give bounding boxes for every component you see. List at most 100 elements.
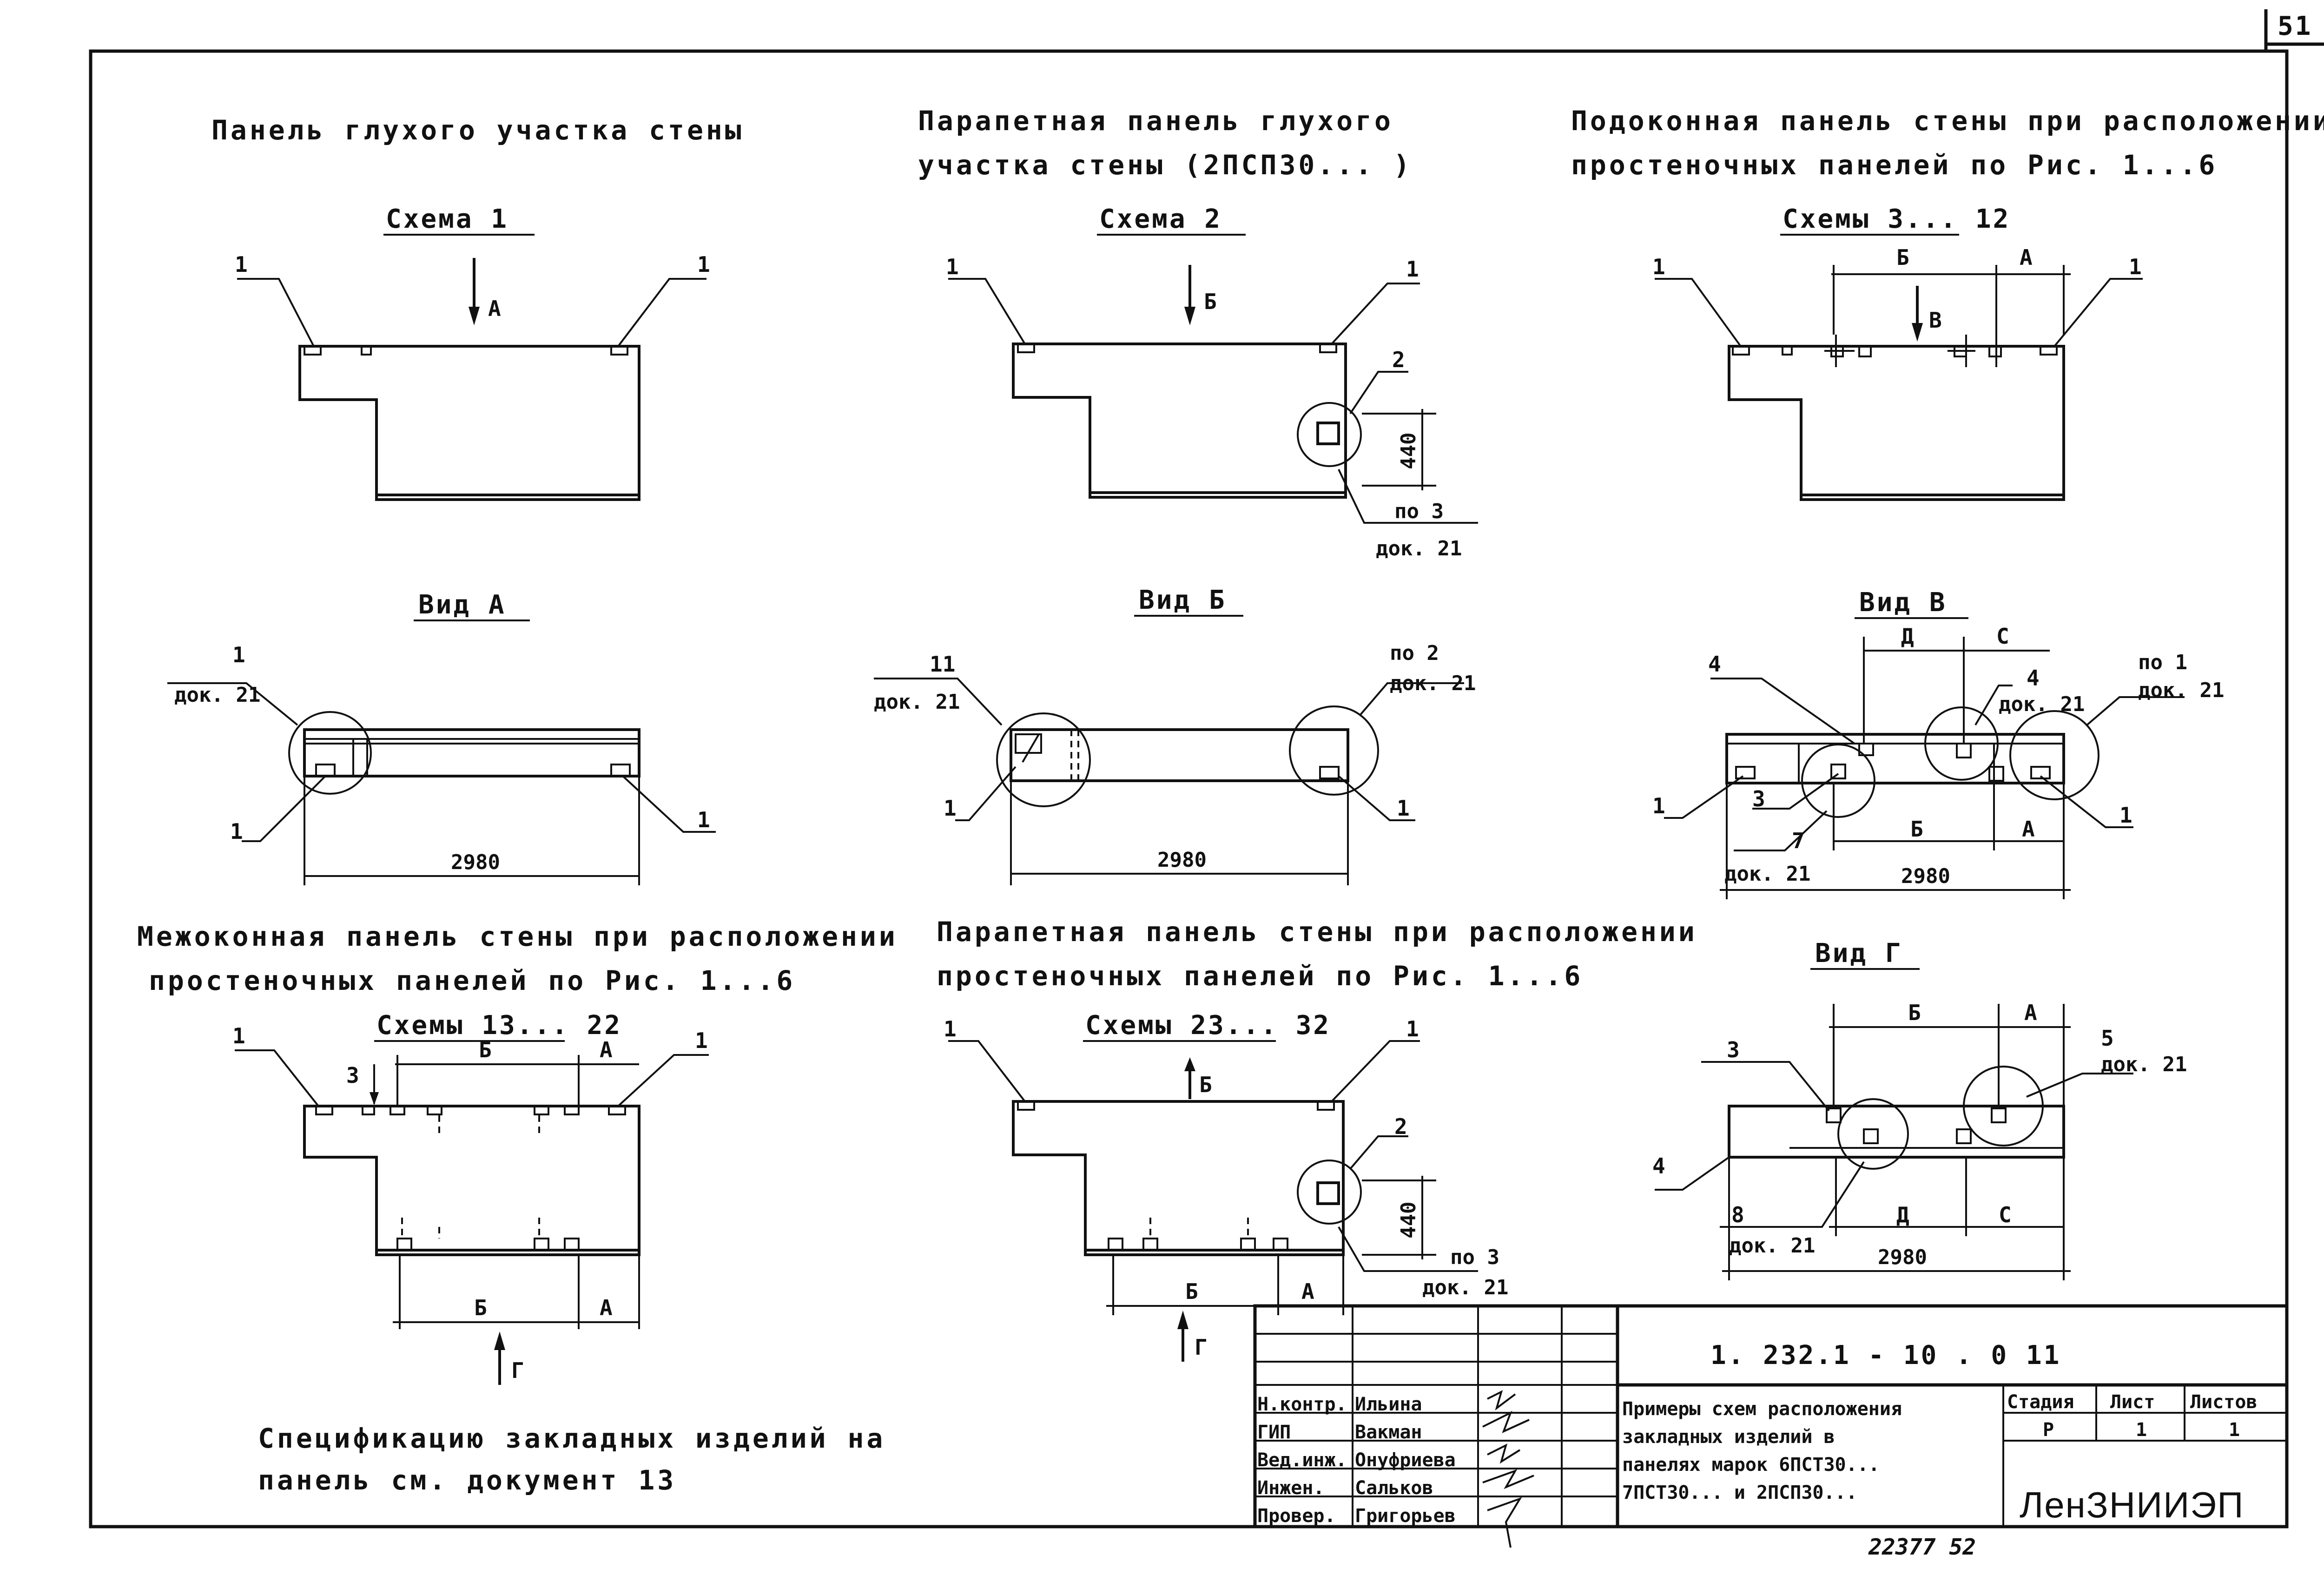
description-line3: панелях марок 6ПСТ30... — [1622, 1454, 1880, 1476]
title-blank-wall-panel: Панель глухого участка стены — [211, 114, 744, 146]
vg-callout-8: 8 — [1731, 1202, 1744, 1227]
vg-dok21-bottom: док. 21 — [1729, 1234, 1815, 1258]
vg-dim-a: А — [2024, 1000, 2037, 1025]
s2-po3: по 3 — [1394, 500, 1444, 523]
s23-arrow-b: Б — [1199, 1072, 1212, 1097]
vv-callout-4-right: 4 — [2027, 666, 2040, 691]
description-line4: 7ПСТ30... и 2ПСП30... — [1622, 1482, 1857, 1503]
view-b-label: Вид Б — [1139, 585, 1227, 615]
arrow-g-label-right: Г — [1195, 1335, 1208, 1360]
s1-callout-left: 1 — [235, 252, 248, 277]
scheme-2-label: Схема 2 — [1099, 204, 1222, 234]
title-block-doc-code: 1. 232.1 - 10 . 0 11 — [1710, 1340, 2061, 1371]
note-line2: панель см. документ 13 — [258, 1464, 676, 1496]
scheme-13-22-drawing: Схемы 13... 22 Б А 3 1 1 Б — [232, 1010, 709, 1385]
va-callout-1: 1 — [232, 642, 245, 667]
vg-dim-d: Д — [1896, 1202, 1909, 1227]
va-callout-left: 1 — [230, 819, 243, 844]
vb-callout-11: 11 — [930, 652, 955, 677]
vg-dim-c: С — [1999, 1202, 2012, 1227]
s3-callout-right: 1 — [2129, 254, 2142, 279]
scheme-3-label: Схемы 3... 12 — [1783, 204, 2010, 234]
view-v-label: Вид В — [1859, 587, 1947, 618]
sheet-header: Лист — [2110, 1391, 2155, 1413]
view-g-label: Вид Г — [1815, 938, 1903, 969]
s23-callout-left: 1 — [944, 1016, 957, 1041]
footer-number: 22377 52 — [1868, 1534, 1976, 1560]
scheme-1-label: Схема 1 — [386, 204, 508, 234]
vv-callout-1-right: 1 — [2119, 803, 2133, 828]
vb-callout-left: 1 — [944, 796, 957, 821]
role-prover: Провер. — [1257, 1505, 1336, 1527]
name-grigoriev: Григорьев — [1355, 1505, 1456, 1527]
scheme-2-drawing: Схема 2 Б 1 1 2 440 по 3 док. 21 — [946, 204, 1478, 560]
vb-dok21-left: док. 21 — [874, 690, 960, 714]
scheme-23-32-drawing: Схемы 23... 32 Б 1 1 2 440 по 3 док. 21 — [944, 1010, 1508, 1362]
sheets-header: Листов — [2190, 1391, 2258, 1413]
s13-dim-b-bottom: Б — [474, 1295, 487, 1320]
vv-po1: по 1 — [2138, 651, 2187, 674]
s23-dim-a-bottom: А — [1301, 1279, 1314, 1304]
s13-callout-left: 1 — [232, 1023, 245, 1048]
vg-dim-2980: 2980 — [1878, 1245, 1927, 1269]
vv-dim-d: Д — [1901, 624, 1914, 649]
dim-440-top: 440 — [1397, 433, 1420, 469]
title-sill-panel-line2: простеночных панелей по Рис. 1...6 — [1571, 149, 2218, 181]
title-parapet-blank-line1: Парапетная панель глухого — [918, 105, 1393, 137]
s23-po3: по 3 — [1450, 1245, 1499, 1269]
sheet-corner-number: 51 — [2278, 11, 2312, 41]
view-g-drawing: Вид Г Б А 3 5 док. 21 4 8 док. 21 Д С 29… — [1652, 938, 2187, 1280]
s3-callout-left: 1 — [1652, 254, 1665, 279]
title-block — [1253, 1304, 2289, 1548]
arrow-b-label: Б — [1204, 289, 1217, 314]
stage-value: Р — [2043, 1419, 2054, 1441]
title-parapet-blank-line2: участка стены (2ПСП30... ) — [918, 149, 1413, 181]
name-onufrieva: Онуфриева — [1355, 1450, 1456, 1471]
vg-dim-b: Б — [1908, 1000, 1921, 1025]
s23-dim-b-bottom: Б — [1185, 1279, 1198, 1304]
scheme-13-label: Схемы 13... 22 — [376, 1010, 622, 1041]
va-callout-right: 1 — [697, 807, 710, 832]
va-dim-2980: 2980 — [451, 850, 500, 874]
vb-dok21-right: док. 21 — [1390, 672, 1476, 695]
vb-dim-2980: 2980 — [1157, 848, 1207, 872]
s23-callout-2: 2 — [1394, 1114, 1407, 1139]
sheet-value: 1 — [2136, 1419, 2147, 1441]
description-line2: закладных изделий в — [1622, 1426, 1835, 1448]
role-n-kontr: Н.контр. — [1257, 1394, 1347, 1415]
s3-dim-a: А — [2020, 245, 2033, 270]
s13-callout-right: 1 — [695, 1028, 708, 1053]
vg-dok21-right: док. 21 — [2101, 1053, 2187, 1076]
arrow-a-label: А — [488, 296, 501, 321]
view-a-drawing: Вид А 1 док. 21 1 1 2980 — [167, 590, 716, 885]
title-interwindow-line1: Межоконная панель стены при расположении — [137, 921, 898, 952]
stage-header: Стадия — [2007, 1391, 2074, 1413]
s2-callout-left: 1 — [946, 254, 959, 279]
s13-dim-a-bottom: А — [600, 1295, 613, 1320]
vv-dok21-bottom: док. 21 — [1724, 862, 1810, 886]
role-ved-inzh: Вед.инж. — [1257, 1450, 1347, 1471]
vv-callout-4-left: 4 — [1708, 652, 1721, 677]
s2-dok21: док. 21 — [1376, 537, 1462, 560]
vv-callout-1-left: 1 — [1652, 793, 1665, 818]
name-ilina: Ильина — [1355, 1394, 1422, 1415]
scheme-3-12-drawing: Схемы 3... 12 Б А В 1 1 — [1652, 204, 2143, 501]
vg-callout-4: 4 — [1652, 1153, 1665, 1179]
vb-po2: по 2 — [1390, 641, 1439, 665]
scheme-1-drawing: Схема 1 А 1 1 — [235, 204, 710, 501]
vv-callout-3: 3 — [1752, 786, 1765, 811]
vv-dim-a: А — [2022, 817, 2035, 842]
title-parapet-line1: Парапетная панель стены при расположении — [937, 916, 1697, 948]
s1-callout-right: 1 — [697, 252, 710, 277]
dim-440-bottom: 440 — [1397, 1202, 1420, 1239]
note-line1: Спецификацию закладных изделий на — [258, 1423, 885, 1454]
vb-callout-right: 1 — [1397, 796, 1410, 821]
vv-dim-b: Б — [1910, 817, 1923, 842]
vg-callout-5: 5 — [2101, 1026, 2114, 1051]
s13-dim-b-top: Б — [479, 1037, 492, 1062]
arrow-v-label: В — [1929, 308, 1942, 333]
s2-callout-right: 1 — [1406, 257, 1419, 282]
view-b-drawing: Вид Б 11 док. 21 по 2 док. 21 1 1 2980 — [874, 585, 1476, 885]
organization-name: ЛенЗНИИЭП — [2020, 1484, 2244, 1525]
